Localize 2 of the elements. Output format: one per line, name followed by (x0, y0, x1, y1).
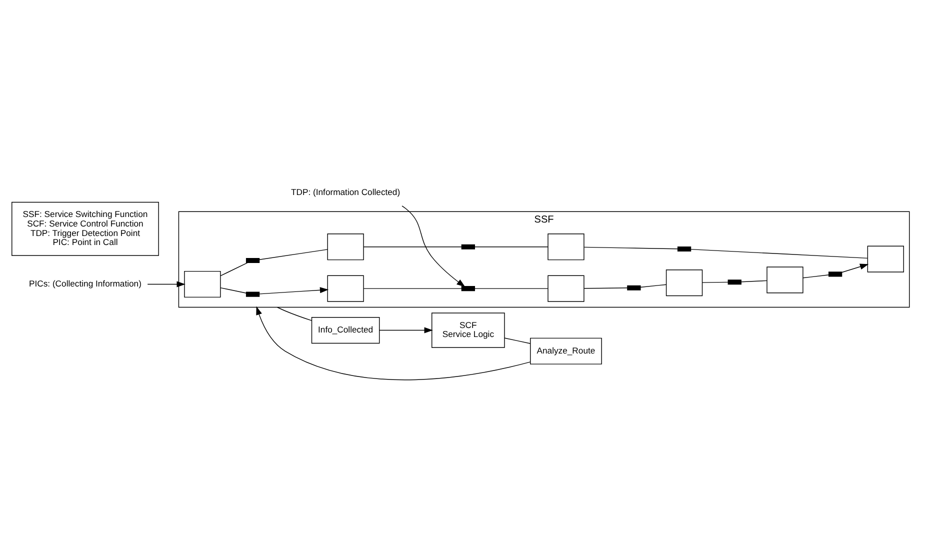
node-text: PICs: (Collecting Information) (28, 278, 141, 288)
node-text: TDP: (Information Collected) (290, 187, 400, 198)
